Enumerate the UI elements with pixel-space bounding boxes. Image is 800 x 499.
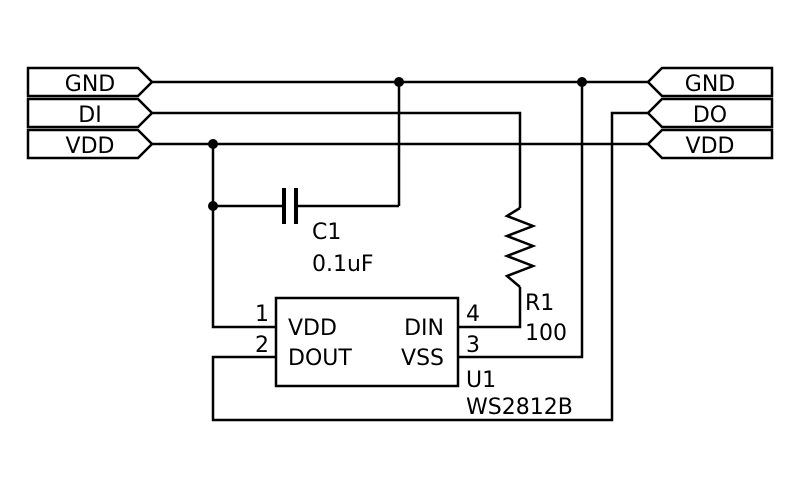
capacitor-c1: C1 0.1uF	[282, 188, 374, 277]
right-label-do: DO	[693, 103, 727, 128]
ic-body	[274, 296, 460, 388]
resistor-ref: R1	[525, 291, 554, 316]
ic-pin-1-name: VDD	[288, 316, 337, 341]
capacitor-value: 0.1uF	[312, 252, 374, 277]
ic-pin-4-name: DIN	[404, 316, 444, 341]
r1-to-din-wire	[458, 287, 522, 329]
left-flag-gnd	[26, 66, 154, 98]
left-label-gnd: GND	[65, 72, 115, 97]
right-label-vdd: VDD	[686, 134, 735, 159]
right-flag-do	[646, 97, 774, 129]
resistor-value: 100	[525, 321, 567, 346]
left-label-di: DI	[78, 103, 101, 128]
ic-pin-1-number: 1	[255, 302, 269, 327]
vdd-drop-wire	[211, 144, 276, 329]
right-connector: GND DO VDD	[646, 66, 774, 160]
right-flag-vdd	[646, 128, 774, 160]
junction-dot	[208, 139, 218, 149]
resistor-zigzag	[503, 206, 537, 288]
left-flag-di	[26, 97, 154, 129]
ic-pin-4-number: 4	[466, 302, 480, 327]
left-flag-vdd	[26, 128, 154, 160]
ic-pin-2-number: 2	[255, 333, 269, 358]
ic-ref: U1	[466, 368, 496, 393]
left-connector: GND DI VDD	[26, 66, 154, 160]
junction-dot	[577, 77, 587, 87]
junctions	[208, 77, 587, 211]
ic-u1: 1 2 3 4 VDD DOUT VSS DIN U1 WS2812B	[255, 296, 573, 420]
right-flag-gnd	[646, 66, 774, 98]
resistor-r1: R1 100	[503, 206, 567, 346]
dout-to-do-wire	[211, 111, 648, 422]
ic-pin-3-number: 3	[466, 333, 480, 358]
di-wire	[152, 111, 522, 208]
left-label-vdd: VDD	[66, 134, 115, 159]
right-label-gnd: GND	[685, 72, 735, 97]
vss-to-gnd-wire	[458, 82, 584, 359]
wires	[152, 80, 648, 422]
junction-dot	[208, 201, 218, 211]
ic-pin-2-name: DOUT	[288, 346, 352, 371]
ic-part: WS2812B	[466, 395, 573, 420]
capacitor-ref: C1	[312, 220, 341, 245]
ic-pin-3-name: VSS	[401, 346, 444, 371]
junction-dot	[394, 77, 404, 87]
